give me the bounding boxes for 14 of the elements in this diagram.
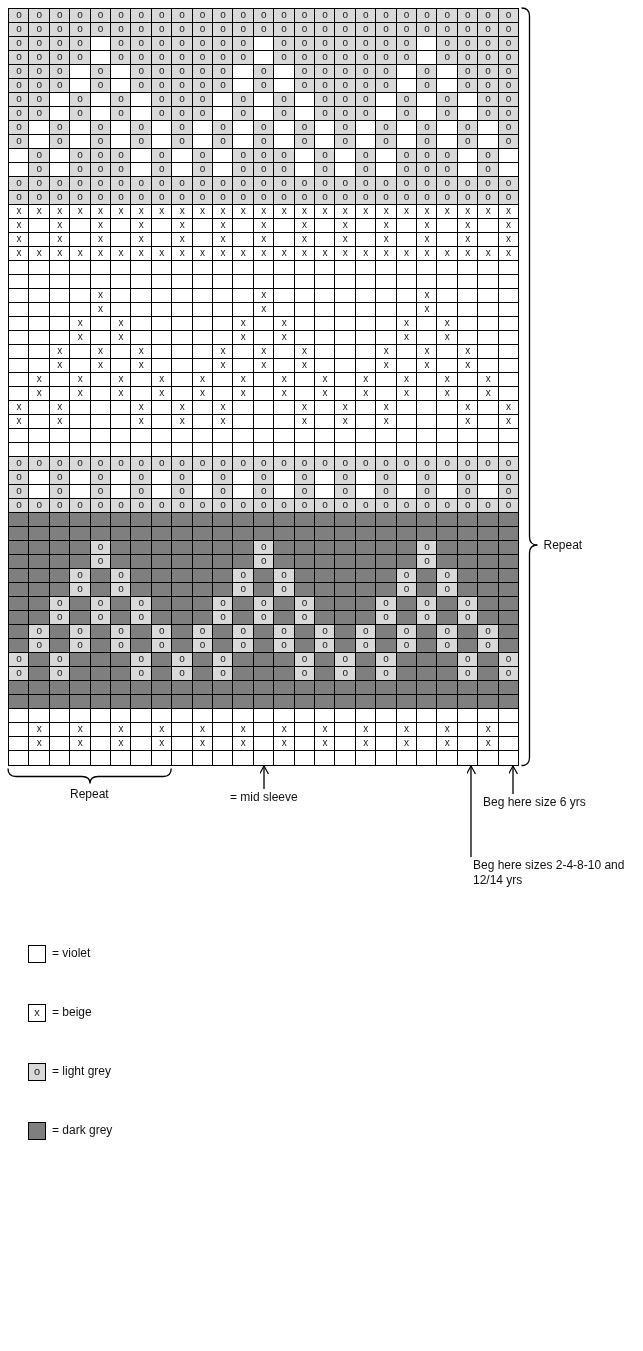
- arrow: [258, 765, 270, 790]
- legend-label: = beige: [52, 1005, 92, 1019]
- annotation-text: Beg here sizes 2-4-8-10 and 12/14 yrs: [473, 858, 641, 888]
- legend-label: = violet: [52, 946, 91, 960]
- arrow: [507, 765, 519, 795]
- legend-swatch: x: [28, 1004, 46, 1022]
- legend-label: = dark grey: [52, 1123, 113, 1137]
- annotation-text: Beg here size 6 yrs: [483, 795, 586, 809]
- annotation-text: = mid sleeve: [230, 790, 298, 804]
- legend-label: = light grey: [52, 1064, 112, 1078]
- legend-swatch: o: [28, 1063, 46, 1081]
- arrow: [465, 765, 477, 858]
- repeat-label: Repeat: [70, 786, 109, 801]
- repeat-label: Repeat: [543, 538, 583, 552]
